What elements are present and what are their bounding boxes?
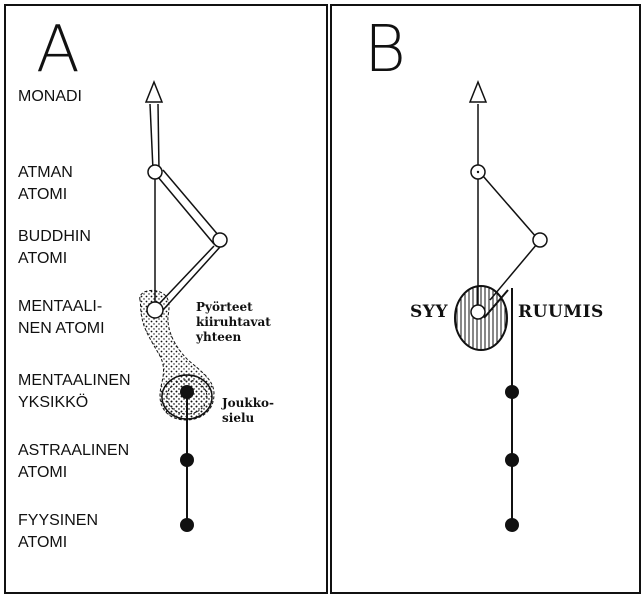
a-atman-buddhi-line-2	[163, 170, 219, 236]
b-physical-atom	[505, 518, 519, 532]
level-label-buddhi: BUDDHIN ATOMI	[18, 226, 158, 270]
note-group-soul: Joukko- sielu	[222, 396, 274, 426]
a-mental-unit-atom	[180, 385, 194, 399]
level-label-atman: ATMAN ATOMI	[18, 162, 158, 206]
a-astral-atom	[180, 453, 194, 467]
a-atman-buddhi-line-1	[158, 177, 214, 244]
level-label-monad: MONADI	[18, 86, 158, 108]
panel-a-letter: A	[36, 18, 80, 82]
b-atman-buddhi-line	[483, 176, 537, 238]
level-label-mental-atom: MENTAALI- NEN ATOMI	[18, 296, 158, 340]
note-vortices: Pyörteet kiiruhtavat yhteen	[196, 300, 271, 345]
a-monad-line-left	[150, 104, 153, 170]
b-atman-atom-dot	[477, 171, 479, 173]
a-buddhi-mental-line-1	[158, 246, 214, 305]
b-astral-atom	[505, 453, 519, 467]
level-label-astral: ASTRAALINEN ATOMI	[18, 440, 158, 484]
label-causal-left: SYY	[410, 302, 448, 322]
b-buddhi-atom	[533, 233, 547, 247]
a-physical-atom	[180, 518, 194, 532]
b-mental-atom	[471, 305, 485, 319]
label-causal-right: RUUMIS	[518, 302, 604, 322]
a-monad-line-right	[158, 104, 159, 170]
b-monad-triangle	[470, 82, 486, 102]
level-label-mental-unit: MENTAALINEN YKSIKKÖ	[18, 370, 158, 414]
level-label-physical: FYYSINEN ATOMI	[18, 510, 158, 554]
b-mental-unit-atom	[505, 385, 519, 399]
panel-b-letter: B	[364, 18, 406, 82]
a-buddhi-atom	[213, 233, 227, 247]
